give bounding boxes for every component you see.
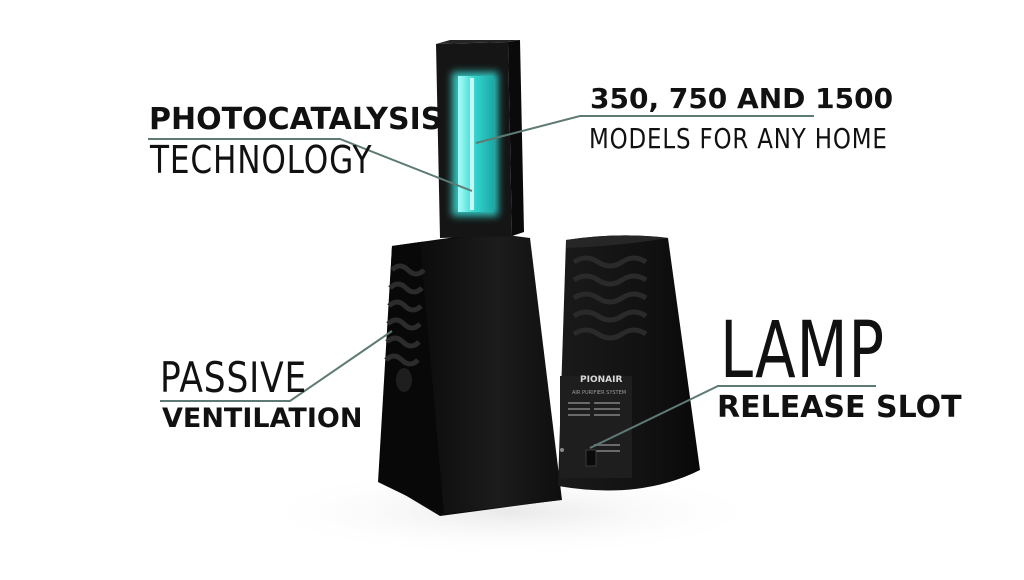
brand-logo: PIONAIR — [580, 375, 622, 385]
lamp-subtitle: RELEASE SLOT — [717, 390, 962, 425]
photocatalysis-title: PHOTOCATALYSIS — [149, 102, 443, 137]
lamp-title: LAMP — [720, 306, 885, 396]
vent-waves-right — [572, 255, 648, 341]
power-indicator — [560, 448, 564, 452]
callout-lines — [148, 115, 876, 449]
left-unit-button — [396, 368, 412, 392]
ventilation-subtitle: VENTILATION — [162, 403, 363, 434]
uv-bulb — [458, 76, 494, 212]
uv-lamp-module — [436, 40, 524, 238]
left-unit — [378, 234, 562, 516]
models-title: 350, 750 AND 1500 — [590, 82, 894, 115]
models-subtitle: MODELS FOR ANY HOME — [589, 122, 888, 155]
floor-shadow — [250, 467, 770, 557]
ventilation-title: PASSIVE — [160, 353, 308, 402]
lamp-release-slot — [585, 449, 597, 467]
rear-label-fineprint — [568, 402, 620, 452]
photocatalysis-subtitle: TECHNOLOGY — [150, 138, 373, 182]
brand-subtitle: AIR PURIFIER SYSTEM — [572, 390, 626, 396]
right-unit: PIONAIR AIR PURIFIER SYSTEM — [558, 235, 700, 491]
vent-waves-left — [384, 263, 426, 367]
